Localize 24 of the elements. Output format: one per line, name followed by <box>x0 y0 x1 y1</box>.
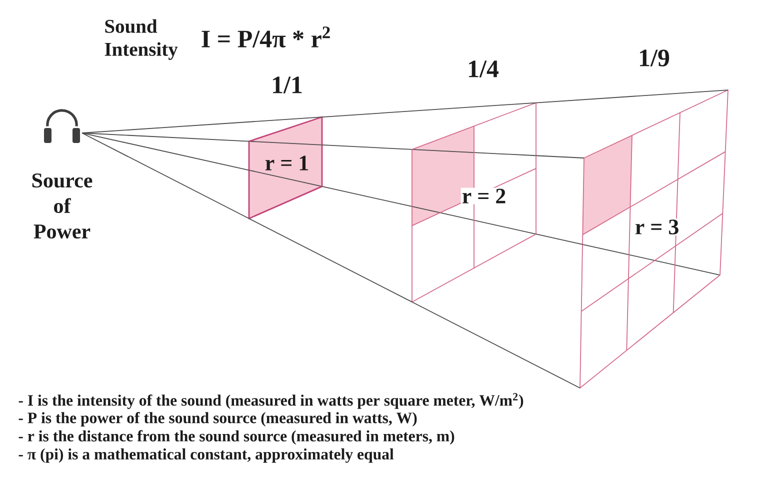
source-label: Source of Power <box>32 173 92 239</box>
note-line: - r is the distance from the sound source (measured in meters, m) <box>18 430 454 445</box>
line <box>322 144 412 150</box>
fraction-label: 1/9 <box>640 50 670 66</box>
line <box>412 302 580 388</box>
line <box>536 90 728 104</box>
note-line: - π (pi) is a mathematical constant, approximately equal <box>18 448 394 463</box>
heading: Sound Intensity <box>104 19 178 60</box>
fraction-label: 1/1 <box>273 76 302 94</box>
line <box>322 186 412 207</box>
line <box>82 132 250 142</box>
line <box>322 102 536 118</box>
grid-panel: r = 3 <box>580 90 728 388</box>
line <box>248 218 412 302</box>
formula: I = P/4π * r$^{2}$ <box>202 26 330 48</box>
fraction-label: 1/4 <box>469 60 498 78</box>
grid-panel: r = 2 <box>412 102 536 302</box>
line <box>82 132 250 171</box>
note-line: - P is the power of the sound source (measured in watts, W) <box>18 412 417 426</box>
line <box>82 132 250 219</box>
note-line: - I is the intensity of the sound (measured in watts per square meter, W/m$^{2}$) <box>18 393 524 409</box>
line <box>536 155 584 158</box>
line <box>536 234 583 245</box>
shaded-panel: r = 1 <box>248 116 323 220</box>
